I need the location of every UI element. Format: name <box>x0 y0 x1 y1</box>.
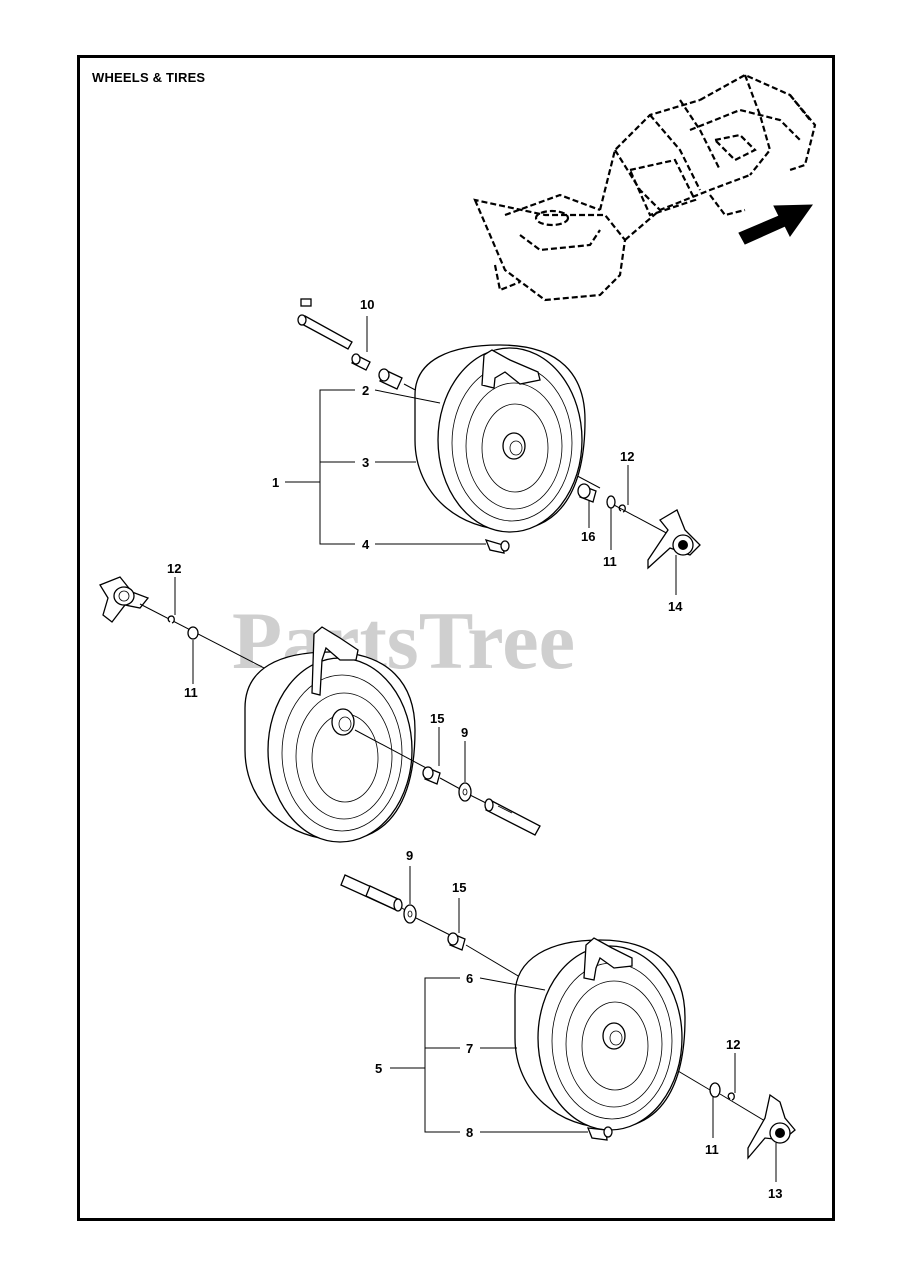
arrow-icon <box>738 204 813 245</box>
callout-1: 1 <box>272 475 279 490</box>
callout-labels: 10 2 3 1 4 12 16 11 14 12 11 15 9 9 15 6… <box>167 297 782 1201</box>
leaders-a <box>285 316 677 595</box>
leaders-b <box>174 577 466 782</box>
callout-12-a: 12 <box>620 449 634 464</box>
callout-16: 16 <box>581 529 595 544</box>
callout-9-a: 9 <box>461 725 468 740</box>
hubcap-icon <box>647 509 701 570</box>
hubcap-icon <box>99 576 150 623</box>
diagram-title: WHEELS & TIRES <box>92 70 206 85</box>
callout-12-b: 12 <box>167 561 181 576</box>
callout-10: 10 <box>360 297 374 312</box>
callout-4: 4 <box>362 537 370 552</box>
callout-14: 14 <box>668 599 683 614</box>
leaders-c <box>390 866 777 1182</box>
hubcap-icon <box>747 1093 796 1160</box>
tractor-frame-illustration <box>473 73 817 302</box>
callout-5: 5 <box>375 1061 382 1076</box>
diagram-frame <box>77 55 835 1221</box>
callout-15-b: 15 <box>452 880 466 895</box>
callout-3: 3 <box>362 455 369 470</box>
callout-11-a: 11 <box>603 554 617 569</box>
tire-a <box>414 344 586 533</box>
callout-12-c: 12 <box>726 1037 740 1052</box>
callout-7: 7 <box>466 1041 473 1056</box>
wheel-assembly-a <box>297 298 701 570</box>
callout-2: 2 <box>362 383 369 398</box>
tire-c <box>514 937 686 1131</box>
callout-13: 13 <box>768 1186 782 1201</box>
axle-bolt <box>297 298 353 350</box>
wheel-assembly-c <box>340 874 796 1160</box>
callout-8: 8 <box>466 1125 473 1140</box>
wheel-assembly-b <box>99 576 541 843</box>
callout-11-b: 11 <box>184 685 198 700</box>
callout-9-b: 9 <box>406 848 413 863</box>
callout-11-c: 11 <box>705 1142 719 1157</box>
callout-15-a: 15 <box>430 711 444 726</box>
callout-6: 6 <box>466 971 473 986</box>
tire-b <box>244 626 416 843</box>
